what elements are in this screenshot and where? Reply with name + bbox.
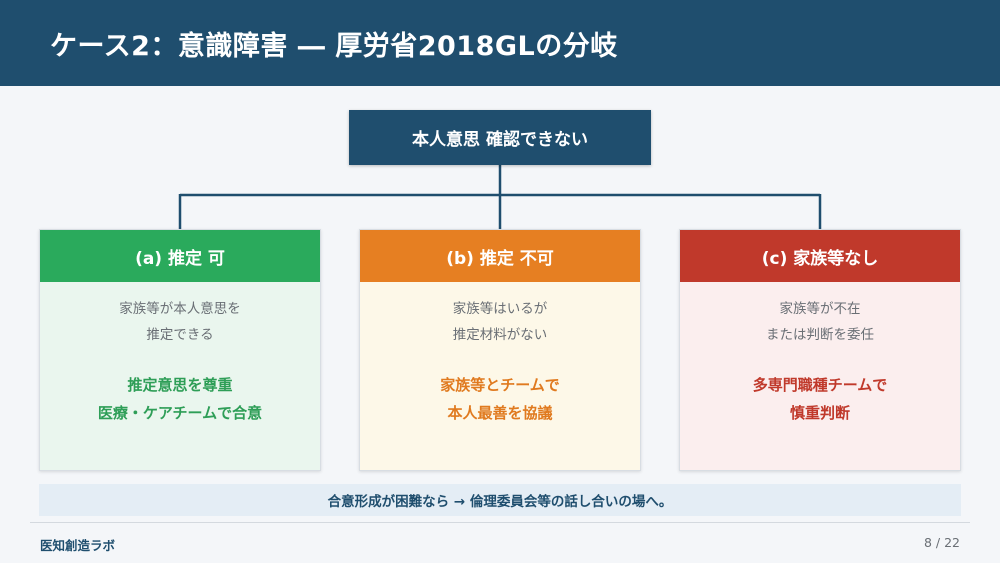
- branch-card-b: (b) 推定 不可 家族等はいるが 推定材料がない 家族等とチームで 本人最善を…: [359, 229, 641, 471]
- branch-card-c: (c) 家族等なし 家族等が不在 または判断を委任 多専門職種チームで 慎重判断: [679, 229, 961, 471]
- branch-card-header: (b) 推定 不可: [360, 230, 640, 282]
- branch-card-description: 家族等はいるが 推定材料がない: [360, 296, 640, 348]
- action-line: 医療・ケアチームで合意: [97, 404, 263, 422]
- branch-card-header: (a) 推定 可: [40, 230, 320, 282]
- action-line: 本人最善を協議: [447, 404, 553, 422]
- slide-header: ケース2：意識障害 ― 厚労省2018GLの分岐: [0, 0, 1000, 86]
- root-node-label: 本人意思 確認できない: [412, 130, 588, 150]
- action-line: 慎重判断: [789, 404, 850, 422]
- branch-card-title: (b) 推定 不可: [446, 248, 554, 269]
- branch-card-action: 多専門職種チームで 慎重判断: [680, 371, 960, 427]
- action-line: 家族等とチームで: [440, 376, 560, 394]
- note-text: 合意形成が困難なら → 倫理委員会等の話し合いの場へ。: [327, 494, 673, 510]
- page-number: 8 / 22: [923, 535, 960, 550]
- description-line: または判断を委任: [766, 327, 874, 343]
- description-line: 家族等はいるが: [452, 301, 548, 317]
- action-line: 多専門職種チームで: [752, 376, 888, 394]
- branch-card-title: (c) 家族等なし: [761, 248, 879, 269]
- branch-card-a: (a) 推定 可 家族等が本人意思を 推定できる 推定意思を尊重 医療・ケアチー…: [39, 229, 321, 471]
- branch-card-action: 推定意思を尊重 医療・ケアチームで合意: [40, 371, 320, 427]
- branch-card-header: (c) 家族等なし: [680, 230, 960, 282]
- branch-card-title: (a) 推定 可: [135, 248, 225, 269]
- footer-divider: [30, 522, 970, 523]
- description-line: 家族等が不在: [779, 301, 861, 317]
- branch-card-description: 家族等が本人意思を 推定できる: [40, 296, 320, 348]
- note-banner: 合意形成が困難なら → 倫理委員会等の話し合いの場へ。: [39, 484, 961, 516]
- footer-org: 医知創造ラボ: [40, 538, 116, 553]
- slide-title: ケース2：意識障害 ― 厚労省2018GLの分岐: [50, 30, 618, 62]
- root-node: 本人意思 確認できない: [349, 110, 651, 165]
- action-line: 推定意思を尊重: [127, 376, 233, 394]
- description-line: 推定材料がない: [452, 327, 548, 343]
- branch-card-action: 家族等とチームで 本人最善を協議: [360, 371, 640, 427]
- description-line: 家族等が本人意思を: [119, 301, 241, 317]
- description-line: 推定できる: [146, 327, 214, 343]
- branch-card-description: 家族等が不在 または判断を委任: [680, 296, 960, 348]
